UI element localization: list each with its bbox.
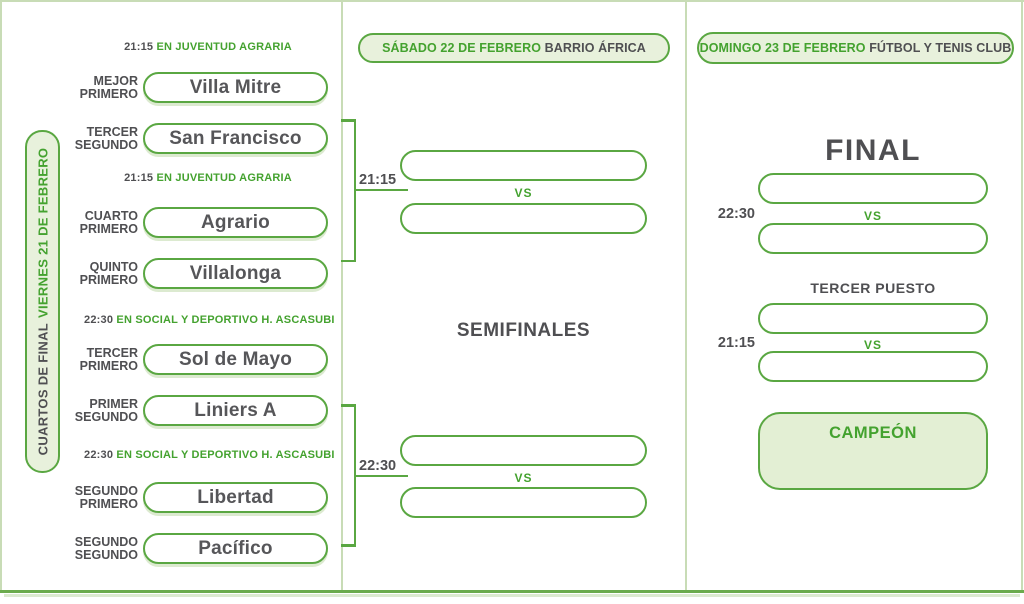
card-top-border: [0, 0, 1024, 2]
team-box-pacifico: Pacífico: [143, 533, 328, 564]
finals-header-date: DOMINGO 23 DE FEBRERO: [699, 41, 866, 55]
bracket-sf1-bottom-stub: [341, 259, 356, 262]
final-time-label: 22:30: [717, 206, 755, 222]
semifinals-title: SEMIFINALES: [456, 320, 591, 341]
card-left-border: [0, 0, 2, 592]
semifinal-2-slot-1: [400, 435, 647, 466]
third-place-slot-2: [758, 351, 988, 382]
sf1-time-label: 21:15: [359, 172, 397, 188]
card-bottom-shadow: [4, 593, 1020, 597]
third-place-time-label: 21:15: [717, 335, 755, 351]
finals-header-venue: FÚTBOL Y TENIS CLUB: [869, 41, 1012, 55]
qf-match-4-time: 22:30: [84, 449, 114, 461]
bracket-sf2-mid-line: [353, 474, 408, 477]
qf-match-3-schedule: 22:30 EN SOCIAL Y DEPORTIVO H. ASCASUBI: [84, 314, 335, 326]
third-place-vs-label: VS: [863, 338, 882, 352]
bracket-sf1-mid-line: [353, 188, 408, 191]
team-box-villalonga: Villalonga: [143, 258, 328, 289]
team-box-san-francisco: San Francisco: [143, 123, 328, 154]
qf-match-4-schedule: 22:30 EN SOCIAL Y DEPORTIVO H. ASCASUBI: [84, 449, 335, 461]
final-slot-1: [758, 173, 988, 204]
champion-box: CAMPEÓN: [758, 412, 988, 490]
seed-label-tercer-primero: TERCER PRIMERO: [79, 346, 138, 373]
ribbon-stage-label: CUARTOS DE FINAL: [35, 322, 51, 456]
final-vs-label: VS: [863, 209, 882, 223]
seed-label-segundo-segundo: SEGUNDO SEGUNDO: [74, 535, 138, 562]
semifinal-1-slot-2: [400, 203, 647, 234]
bracket-sf1-top-stub: [341, 119, 356, 122]
column-divider-right: [685, 2, 687, 590]
quarterfinals-ribbon: CUARTOS DE FINALVIERNES 21 DE FEBRERO: [25, 130, 60, 473]
semifinals-header-pill: SÁBADO 22 DE FEBRERO BARRIO ÁFRICA: [358, 33, 670, 63]
qf-match-1-time: 21:15: [124, 41, 154, 53]
seed-label-cuarto-primero: CUARTO PRIMERO: [79, 209, 138, 236]
qf-match-3-time: 22:30: [84, 314, 114, 326]
qf-match-2-venue: EN JUVENTUD AGRARIA: [156, 172, 292, 184]
team-box-liniers-a: Liniers A: [143, 395, 328, 426]
seed-label-segundo-primero: SEGUNDO PRIMERO: [74, 484, 138, 511]
sf2-time-label: 22:30: [359, 458, 397, 474]
final-slot-2: [758, 223, 988, 254]
team-box-sol-de-mayo: Sol de Mayo: [143, 344, 328, 375]
bracket-sf2-top-stub: [341, 404, 356, 407]
seed-label-tercer-segundo: TERCER SEGUNDO: [74, 125, 138, 152]
champion-label: CAMPEÓN: [829, 424, 917, 442]
card-bottom-border: [0, 590, 1024, 593]
third-place-title: TERCER PUESTO: [810, 280, 936, 296]
semifinals-header-date: SÁBADO 22 DE FEBRERO: [382, 41, 542, 55]
column-divider-left: [341, 2, 343, 590]
semifinal-2-vs-label: VS: [514, 471, 533, 485]
seed-label-quinto-primero: QUINTO PRIMERO: [79, 260, 138, 287]
third-place-slot-1: [758, 303, 988, 334]
bracket-sf2-bottom-stub: [341, 544, 356, 547]
seed-label-mejor-primero: MEJOR PRIMERO: [79, 74, 138, 101]
finals-header-pill: DOMINGO 23 DE FEBRERO FÚTBOL Y TENIS CLU…: [697, 32, 1014, 64]
team-box-libertad: Libertad: [143, 482, 328, 513]
seed-label-primer-segundo: PRIMER SEGUNDO: [74, 397, 138, 424]
final-title: FINAL: [825, 134, 921, 167]
semifinals-header-venue: BARRIO ÁFRICA: [544, 41, 646, 55]
qf-match-1-venue: EN JUVENTUD AGRARIA: [156, 41, 292, 53]
team-box-villa-mitre: Villa Mitre: [143, 72, 328, 103]
semifinal-2-slot-2: [400, 487, 647, 518]
semifinal-1-slot-1: [400, 150, 647, 181]
qf-match-2-time: 21:15: [124, 172, 154, 184]
card-right-border: [1021, 0, 1023, 592]
qf-match-1-schedule: 21:15 EN JUVENTUD AGRARIA: [84, 41, 332, 53]
semifinal-1-vs-label: VS: [514, 186, 533, 200]
qf-match-3-venue: EN SOCIAL Y DEPORTIVO H. ASCASUBI: [116, 314, 335, 326]
qf-match-4-venue: EN SOCIAL Y DEPORTIVO H. ASCASUBI: [116, 449, 335, 461]
qf-match-2-schedule: 21:15 EN JUVENTUD AGRARIA: [84, 172, 332, 184]
team-box-agrario: Agrario: [143, 207, 328, 238]
